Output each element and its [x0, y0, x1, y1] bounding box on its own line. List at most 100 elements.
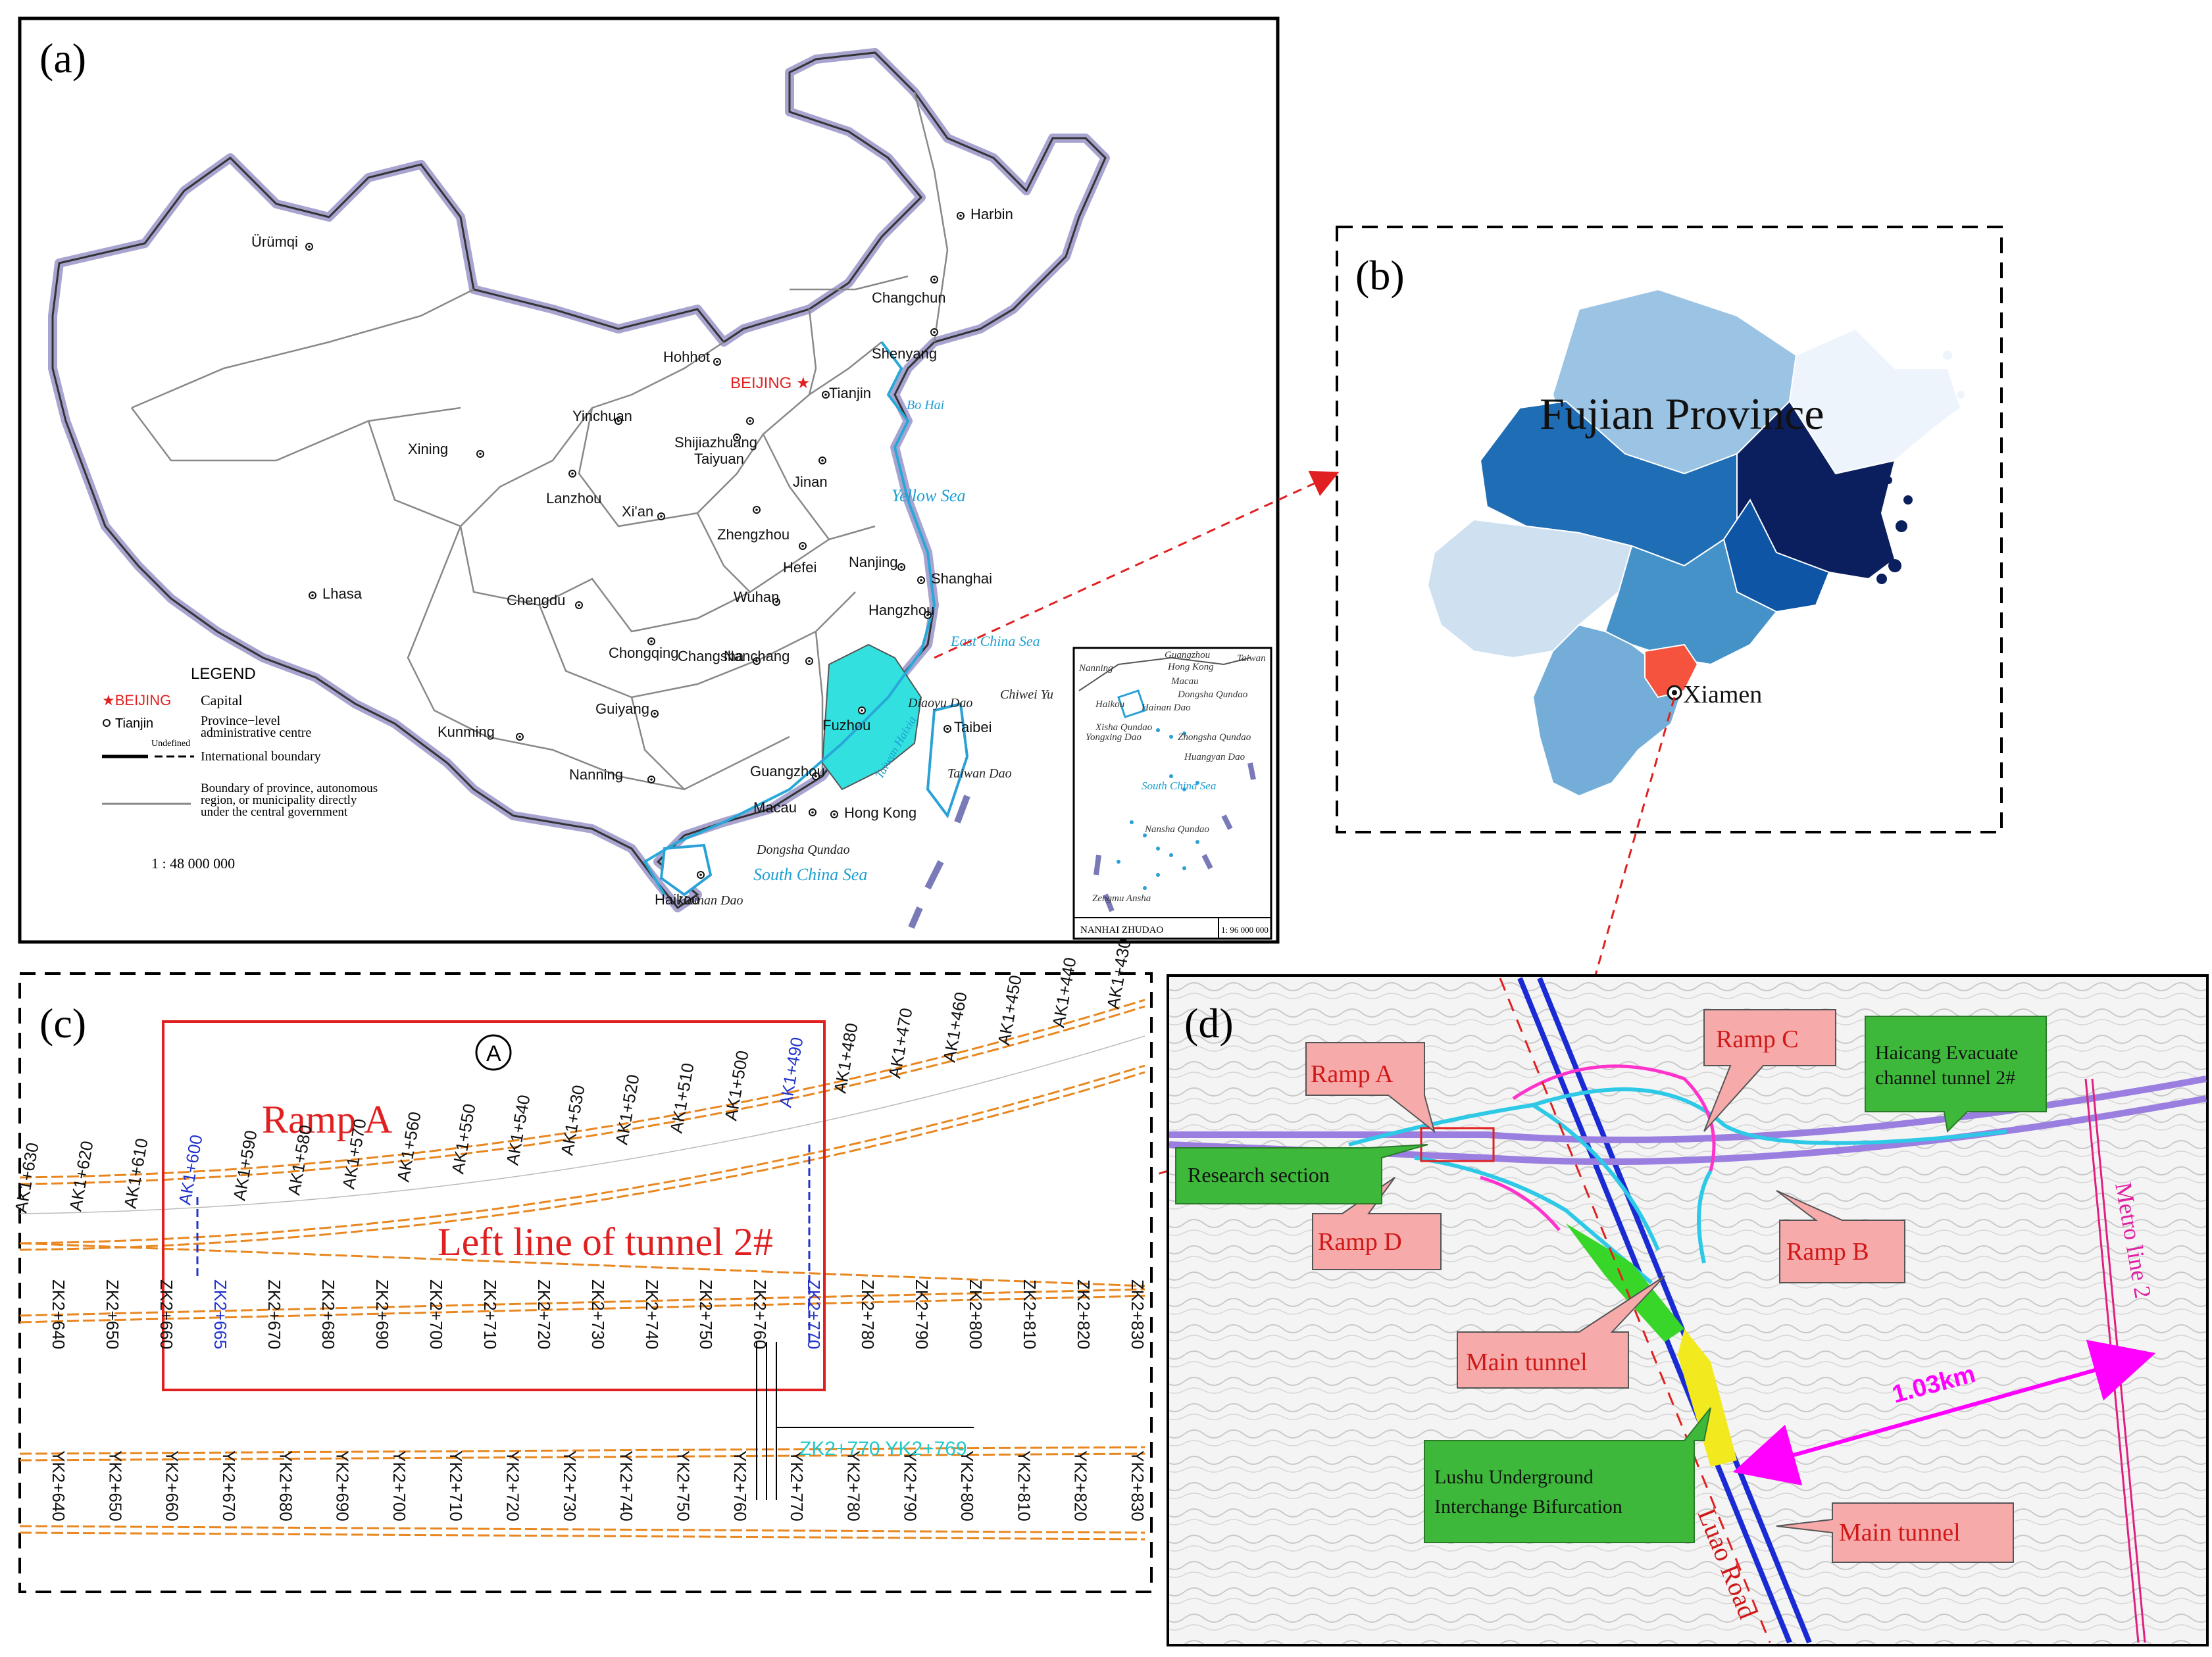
zk-station-label: ZK2+780 [858, 1279, 878, 1349]
hainan-island [659, 843, 713, 897]
inset-label: Zengmu Ansha [1092, 893, 1151, 904]
legend-capital-text: Capital [201, 692, 243, 708]
city-label: Jinan [793, 474, 828, 490]
city-label: Tianjin [829, 385, 871, 401]
city-label: Chongqing [609, 645, 678, 661]
bifurcation-green [1566, 1224, 1684, 1342]
panel-b-label: (b) [1355, 252, 1405, 299]
island-labels: Diaoyu Dao Chiwei Yu Taiwan Dao Dongsha … [677, 687, 1053, 908]
ramp-a-title: Ramp A [262, 1098, 392, 1141]
city-label: Shijiazhuang [674, 434, 757, 451]
legend-undefined: Undefined [151, 739, 190, 749]
city-label: Changchun [872, 289, 946, 306]
zk-station-label: ZK2+670 [264, 1279, 284, 1349]
haicang-label-1: Haicang Evacuate [1875, 1042, 2018, 1064]
inset-label: South China Sea [1142, 779, 1216, 792]
panel-d: (d) Metro line 2 [1167, 974, 2209, 1646]
panel-a: (a) [18, 16, 1280, 944]
city-label: Lhasa [322, 585, 363, 602]
panel-a-label: (a) [39, 35, 86, 82]
yk-station-label: YK2+660 [163, 1450, 182, 1521]
east-china-sea-label: East China Sea [950, 633, 1040, 649]
yk-station-label: YK2+790 [901, 1450, 920, 1521]
inset-footer-name: NANHAI ZHUDAO [1080, 925, 1163, 935]
city-label: Chengdu [507, 592, 565, 608]
yellow-sea-label: Yellow Sea [892, 486, 965, 505]
zk-station-label: ZK2+790 [912, 1279, 932, 1349]
city-label: Nanjing [849, 554, 898, 570]
taiwan-dao-label: Taiwan Dao [947, 766, 1012, 781]
circle-a-label: A [486, 1041, 501, 1066]
inset-label: Hainan Dao [1141, 703, 1191, 713]
inset-dashes [1093, 762, 1256, 912]
yk-station-label: YK2+650 [105, 1450, 125, 1521]
ramp-c-label: Ramp C [1716, 1026, 1799, 1053]
zk-station-label: ZK2+830 [1128, 1279, 1147, 1349]
callout-haicang: Haicang Evacuate channel tunnel 2# [1865, 1016, 2047, 1133]
arrow-b-to-d [1578, 697, 1676, 1014]
ramp-d-label: Ramp D [1318, 1228, 1402, 1256]
legend-prov-text-3: under the central government [201, 805, 348, 819]
city-label: Ürümqi [251, 234, 298, 250]
chiwei-label: Chiwei Yu [1000, 687, 1053, 702]
zk-station-label: ZK2+665 [211, 1279, 230, 1349]
city-label: Guangzhou [750, 763, 825, 779]
legend-province-dot [103, 719, 111, 727]
map-legend: LEGEND ★BEIJING Capital Tianjin Province… [102, 665, 378, 872]
city-label: Taibei [954, 719, 992, 735]
city-label: Zhengzhou [717, 526, 790, 543]
yk-station-label: YK2+690 [333, 1450, 353, 1521]
fujian-title: Fujian Province [1540, 389, 1824, 439]
dongsha-label: Dongsha Qundao [756, 843, 850, 857]
panel-c-frame [18, 972, 1153, 1593]
callout-leader [756, 1342, 974, 1500]
yk-station-label: YK2+760 [730, 1450, 750, 1521]
inset-label: Dongsha Qundao [1177, 689, 1248, 700]
diaoyu-label: Diaoyu Dao [907, 696, 972, 710]
legend-prov-text-1: Boundary of province, autonomous [201, 781, 378, 795]
taiwan-island [926, 702, 969, 819]
zk-station-label: ZK2+700 [426, 1279, 446, 1349]
left-line-alignment [19, 1242, 1145, 1541]
zk-station-label: ZK2+720 [534, 1279, 554, 1349]
yk-station-label: YK2+710 [446, 1450, 466, 1521]
city-label: Kunming [438, 724, 495, 740]
inset-label: Nansha Qundao [1144, 824, 1209, 835]
haicang-tunnel [1169, 1076, 2207, 1165]
city-label: BEIJING ★ [730, 374, 811, 392]
yk-station-label: YK2+830 [1128, 1450, 1147, 1521]
inset-label: Zhongsha Qundao [1178, 732, 1251, 743]
zk-station-label: ZK2+660 [157, 1279, 176, 1349]
city-label: Hong Kong [844, 804, 917, 821]
south-china-sea-label: South China Sea [753, 865, 867, 884]
legend-scale: 1 : 48 000 000 [151, 855, 235, 872]
city-label: Yinchuan [572, 408, 632, 424]
callout-ramp-d: Ramp D [1312, 1177, 1442, 1270]
zk-station-label: ZK2+710 [480, 1279, 500, 1349]
city-label: Hangzhou [868, 602, 934, 618]
coastal-islands [1876, 476, 1913, 584]
city-label: Harbin [970, 206, 1013, 222]
sea-boundary-dashes [908, 795, 970, 929]
city-label: Hefei [783, 559, 817, 576]
coastline [643, 341, 936, 896]
zk-station-label: ZK2+800 [966, 1279, 986, 1349]
panel-c: (c) A Ramp A Left line of tunnel 2# AK1+… [11, 937, 1153, 1593]
zk-station-label: ZK2+750 [696, 1279, 716, 1349]
inset-label: Haikou [1095, 699, 1124, 710]
bifurcation-yellow [1678, 1329, 1737, 1467]
callout-main-tunnel-1: Main tunnel [1457, 1275, 1665, 1389]
city-label: Guiyang [595, 701, 649, 717]
ramp-a-label: Ramp A [1311, 1060, 1394, 1088]
yk-station-label: YK2+750 [673, 1450, 693, 1521]
yk-station-label: YK2+670 [219, 1450, 239, 1521]
inset-label: Nanning [1078, 663, 1113, 674]
fujian-highlight [821, 643, 922, 791]
callout-ramp-c: Ramp C [1703, 1009, 1836, 1132]
city-label: Nanchang [724, 648, 790, 664]
haicang-label-2: channel tunnel 2# [1875, 1067, 2015, 1089]
legend-province-symbol: Tianjin [115, 716, 153, 731]
